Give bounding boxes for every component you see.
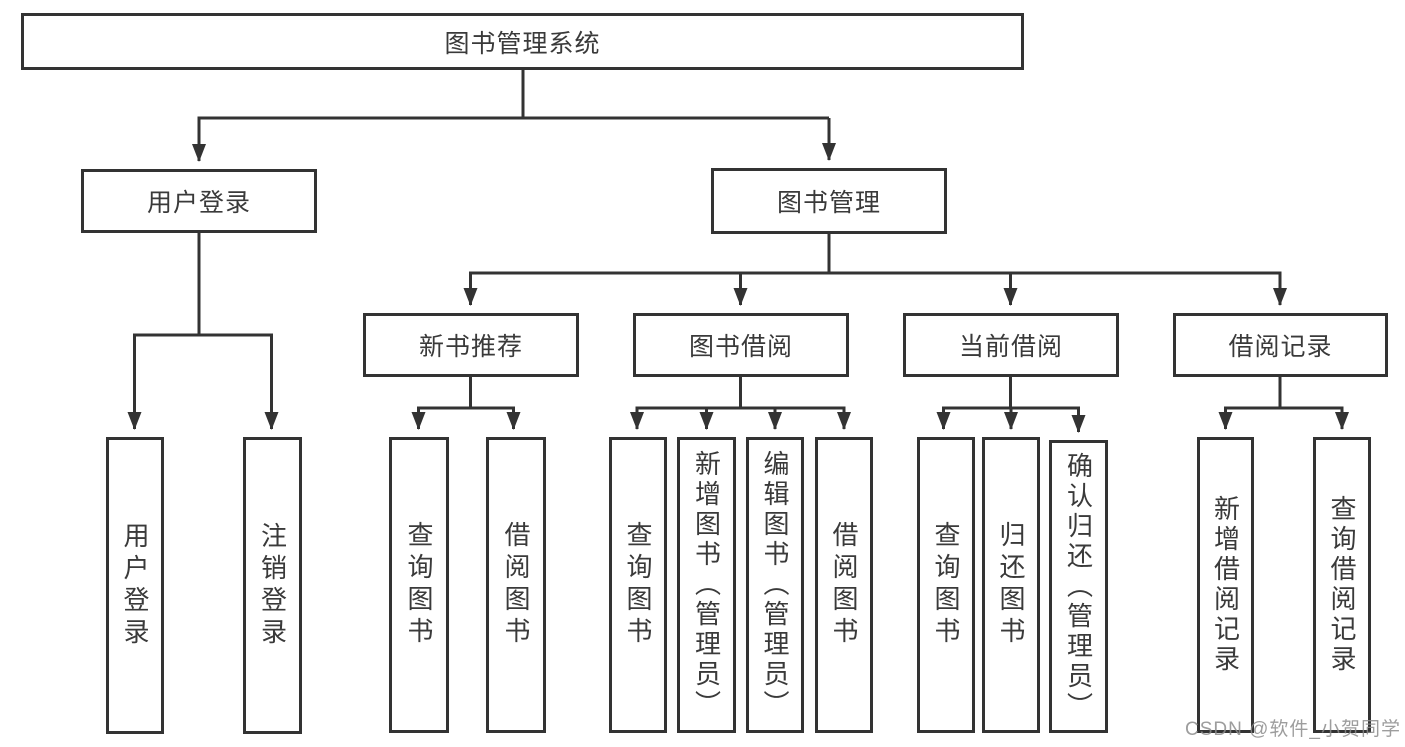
leaf-confirm-return-admin-label: 确认归还（管理员）: [1063, 451, 1094, 722]
node-new-book-recommend: 新书推荐: [363, 313, 579, 377]
node-user-login: 用户登录: [81, 169, 317, 233]
leaf-query-borrow-record: 查询借阅记录: [1313, 437, 1371, 733]
leaf-query-book-3: 查询图书: [917, 437, 975, 733]
leaf-logout-label: 注销登录: [257, 521, 288, 650]
leaf-borrow-book-1-label: 借阅图书: [501, 521, 531, 649]
leaf-confirm-return-admin: 确认归还（管理员）: [1049, 440, 1108, 733]
node-library-management-system: 图书管理系统: [21, 13, 1024, 70]
node-borrow-records: 借阅记录: [1173, 313, 1388, 377]
leaf-query-book-2: 查询图书: [609, 437, 667, 733]
leaf-query-borrow-record-label: 查询借阅记录: [1327, 495, 1357, 675]
leaf-user-login: 用户登录: [106, 437, 164, 734]
leaf-query-book-2-label: 查询图书: [623, 521, 653, 649]
leaf-add-borrow-record-label: 新增借阅记录: [1210, 495, 1241, 675]
leaf-add-book-admin-label: 新增图书（管理员）: [691, 450, 722, 720]
leaf-add-borrow-record: 新增借阅记录: [1197, 437, 1254, 733]
node-book-management: 图书管理: [711, 168, 947, 234]
leaf-query-book-3-label: 查询图书: [931, 521, 961, 649]
node-current-borrow: 当前借阅: [903, 313, 1119, 377]
node-book-borrow: 图书借阅: [633, 313, 849, 377]
leaf-edit-book-admin: 编辑图书（管理员）: [746, 437, 804, 733]
leaf-logout: 注销登录: [243, 437, 302, 734]
leaf-borrow-book-2-label: 借阅图书: [829, 521, 859, 649]
leaf-borrow-book-2: 借阅图书: [815, 437, 873, 733]
leaf-add-book-admin: 新增图书（管理员）: [677, 437, 736, 733]
csdn-watermark: CSDN @软件_小贺同学: [1185, 719, 1401, 740]
leaf-edit-book-admin-label: 编辑图书（管理员）: [760, 450, 790, 720]
leaf-return-book: 归还图书: [982, 437, 1040, 733]
leaf-borrow-book-1: 借阅图书: [486, 437, 546, 733]
leaf-user-login-label: 用户登录: [120, 521, 150, 650]
leaf-return-book-label: 归还图书: [996, 521, 1026, 649]
leaf-query-book-1-label: 查询图书: [404, 521, 434, 649]
leaf-query-book-1: 查询图书: [389, 437, 449, 733]
